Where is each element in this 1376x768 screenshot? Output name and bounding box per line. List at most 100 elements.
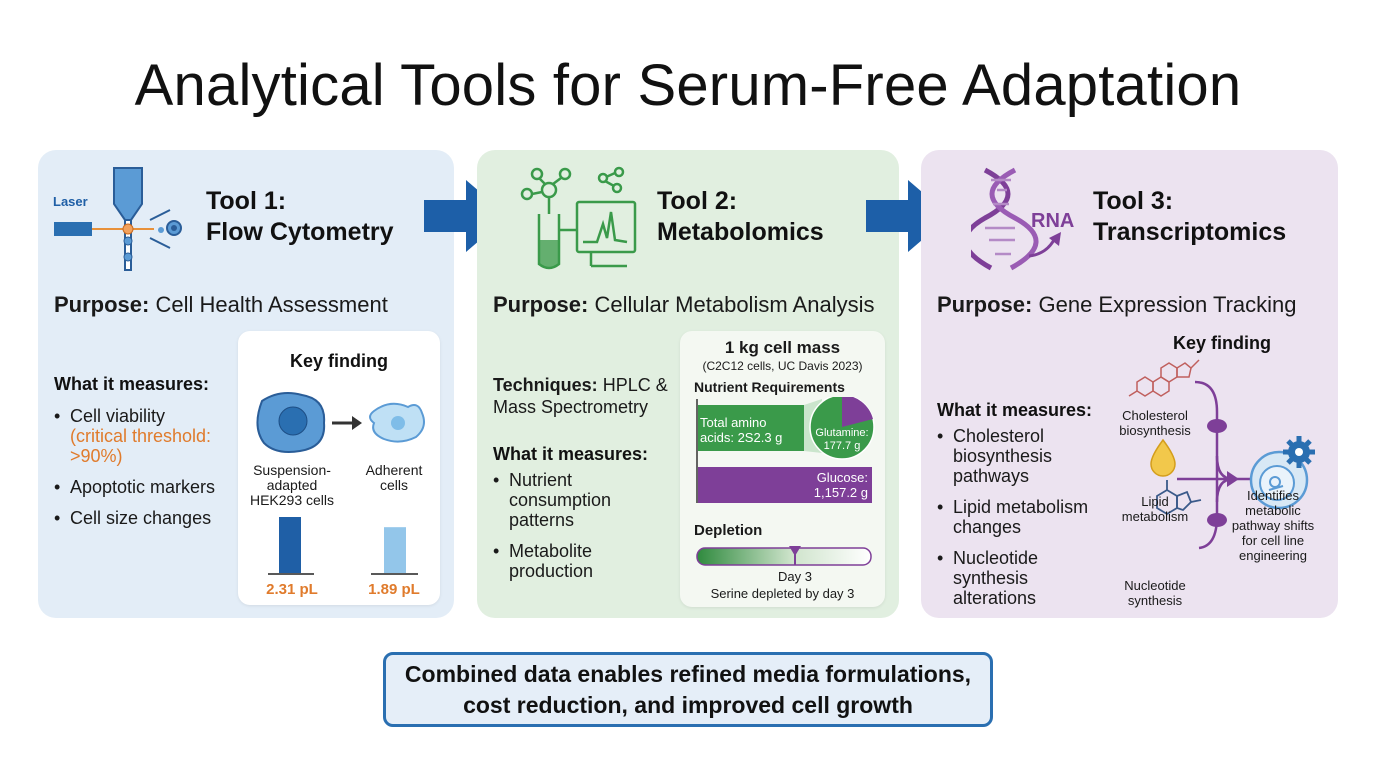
tool1-title-line2: Flow Cytometry [206, 218, 394, 246]
result-line3: pathway shifts [1231, 518, 1315, 533]
tool3-title: Tool 3: Transcriptomics [1093, 186, 1286, 248]
glutamine-line1: Glutamine: [815, 427, 869, 439]
measure-metabolite-1: Metabolite [509, 541, 593, 561]
depletion-heading: Depletion [694, 522, 763, 539]
tool3-key-finding-heading: Key finding [1173, 333, 1271, 353]
tool3-title-line2: Transcriptomics [1093, 218, 1287, 246]
list-item: Nucleotide synthesis alterations [937, 548, 1117, 608]
result-label: Identifies metabolic pathway shifts for … [1221, 488, 1325, 563]
amino-line2: acids: 2S2.3 g [700, 430, 783, 445]
adherent-label-line1: Adherent [365, 462, 423, 478]
tool1-key-finding-card: Key finding Suspension- adapted HEK293 c… [238, 331, 440, 605]
tool1-purpose-value: Cell Health Assessment [155, 292, 388, 317]
measure-nucleotide-2: synthesis [953, 568, 1029, 588]
gear-icon [1283, 436, 1315, 468]
threshold-line2: >90%) [70, 446, 123, 466]
tool1-measures-list: Cell viability (critical threshold: >90%… [54, 406, 244, 539]
adherent-cells-label: Adherent cells [352, 463, 436, 493]
flow-cytometer-icon [54, 167, 182, 271]
measure-nucleotide-3: alterations [953, 588, 1037, 608]
list-item: Apoptotic markers [54, 477, 244, 497]
nutrient-chart [696, 397, 875, 503]
tool1-purpose-label: Purpose: [54, 292, 150, 317]
measure-lipid-2: changes [953, 517, 1022, 537]
tool2-title-line1: Tool 2: [657, 187, 738, 215]
measure-nucleotide-1: Nucleotide [953, 548, 1039, 568]
bar-suspension [279, 517, 301, 573]
tool1-purpose: Purpose: Cell Health Assessment [54, 292, 388, 318]
glucose-label: Glucose: 1,157.2 g [780, 470, 868, 500]
tool3-purpose: Purpose: Gene Expression Tracking [937, 292, 1297, 318]
nucleotide-label: Nucleotide synthesis [1105, 578, 1205, 608]
glucose-line1: Glucose: [816, 470, 868, 485]
cell-size-bar-chart [268, 517, 418, 575]
tool2-measures-heading: What it measures: [493, 444, 649, 464]
cholesterol-label-line2: biosynthesis [1119, 423, 1191, 438]
result-line1: Identifies [1246, 488, 1300, 503]
requirements-heading: Nutrient Requirements [694, 379, 845, 395]
list-item: Nutrient consumption patterns [493, 470, 673, 530]
tool2-measures-list: Nutrient consumption patterns Metabolite… [493, 470, 673, 592]
laser-label: Laser [53, 194, 88, 209]
measure-viability: Cell viability [70, 406, 166, 426]
tool2-panel: Tool 2: Metabolomics Purpose: Cellular M… [477, 150, 899, 618]
suspension-label-line2: adapted [266, 477, 318, 493]
measure-apoptotic: Apoptotic markers [70, 477, 216, 497]
glucose-line2: 1,157.2 g [813, 485, 868, 500]
tool3-purpose-label: Purpose: [937, 292, 1033, 317]
depletion-bar [696, 546, 872, 566]
cholesterol-label: Cholesterol biosynthesis [1105, 408, 1205, 438]
tool2-purpose-value: Cellular Metabolism Analysis [594, 292, 875, 317]
tool2-techniques: Techniques: HPLC & Mass Spectrometry [493, 374, 668, 418]
list-item: Cholesterol biosynthesis pathways [937, 426, 1117, 486]
tool2-title-line2: Metabolomics [657, 218, 824, 246]
list-item: Lipid metabolism changes [937, 497, 1117, 537]
pathway-node-lower [1207, 513, 1227, 527]
metabolomics-icon [520, 166, 637, 270]
measure-metabolite-2: production [509, 561, 594, 581]
bar-label-adherent: 1.89 pL [368, 581, 420, 598]
result-line4: for cell line [1241, 533, 1305, 548]
page-title: Analytical Tools for Serum-Free Adaptati… [134, 53, 1242, 118]
nucleotide-label-line1: Nucleotide [1124, 578, 1186, 593]
measure-cholesterol-3: pathways [953, 466, 1030, 486]
day-label: Day 3 [778, 569, 812, 584]
measure-cholesterol-1: Cholesterol [953, 426, 1045, 446]
summary-line2: cost reduction, and improved cell growth [463, 691, 913, 718]
measure-nutrient-2: consumption [509, 490, 612, 510]
suspension-label-line3: HEK293 cells [249, 492, 335, 508]
card-subtitle: (C2C12 cells, UC Davis 2023) [702, 359, 863, 373]
techniques-label: Techniques: [493, 375, 598, 395]
tool1-title-line1: Tool 1: [206, 187, 287, 215]
tool1-title: Tool 1: Flow Cytometry [206, 186, 394, 248]
glutamine-slice [842, 397, 873, 427]
card-title: 1 kg cell mass [724, 338, 841, 357]
glutamine-line2: 177.7 g [823, 440, 861, 452]
tool3-title-line1: Tool 3: [1093, 187, 1174, 215]
bar-amino-acids [698, 405, 804, 451]
amino-acids-label: Total amino acids: 2S2.3 g [700, 415, 782, 445]
key-finding-heading: Key finding [290, 351, 388, 371]
cholesterol-molecule-icon [1128, 359, 1200, 397]
rna-label: RNA [1031, 210, 1075, 232]
nucleotide-label-line2: synthesis [1127, 593, 1183, 608]
list-item: Cell viability (critical threshold: >90%… [54, 406, 244, 466]
measure-cholesterol-2: biosynthesis [953, 446, 1053, 466]
pathway-diagram [1128, 359, 1315, 550]
tool2-title: Tool 2: Metabolomics [657, 186, 824, 248]
tool2-purpose: Purpose: Cellular Metabolism Analysis [493, 292, 874, 318]
threshold-line1: (critical threshold: [70, 426, 212, 446]
bar-adherent [384, 527, 406, 573]
list-item: Cell size changes [54, 508, 244, 528]
summary-box: Combined data enables refined media form… [383, 652, 993, 727]
cholesterol-label-line1: Cholesterol [1122, 408, 1188, 423]
bar-label-suspension: 2.31 pL [266, 581, 318, 598]
lipid-label-line1: Lipid [1141, 494, 1169, 509]
tool2-purpose-label: Purpose: [493, 292, 589, 317]
list-item: Metabolite production [493, 541, 673, 581]
suspension-label-line1: Suspension- [253, 462, 331, 478]
amino-line1: Total amino [700, 415, 767, 430]
pathway-node-upper [1207, 419, 1227, 433]
tool3-measures-list: Cholesterol biosynthesis pathways Lipid … [937, 426, 1117, 619]
dna-helix-icon [971, 167, 1061, 271]
